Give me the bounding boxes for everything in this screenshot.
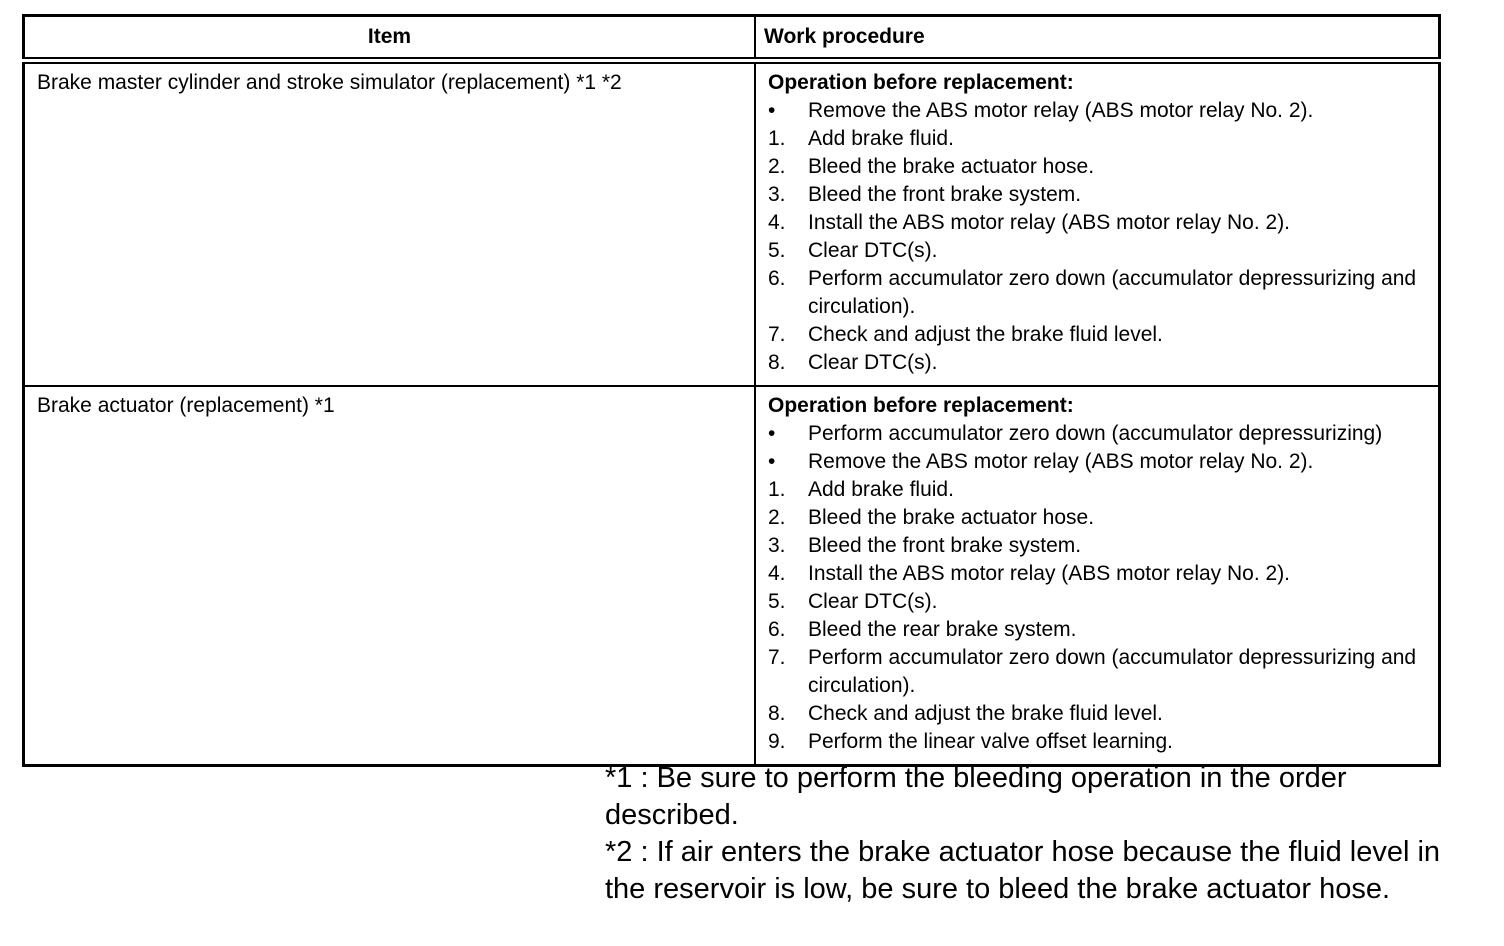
- procedure-step: 2. Bleed the brake actuator hose.: [768, 153, 1428, 181]
- step-text: Perform accumulator zero down (accumulat…: [808, 646, 1417, 697]
- step-marker: 3.: [768, 534, 786, 557]
- work-procedure-cell: Operation before replacement: • Perform …: [754, 385, 1441, 767]
- step-marker: •: [768, 450, 776, 473]
- procedure-step: 1. Add brake fluid.: [768, 476, 1428, 504]
- procedure-step: 4. Install the ABS motor relay (ABS moto…: [768, 209, 1428, 237]
- step-text: Bleed the front brake system.: [808, 183, 1082, 206]
- footnotes-block: *1 : Be sure to perform the bleeding ope…: [605, 760, 1450, 908]
- step-text: Perform the linear valve offset learning…: [808, 730, 1173, 753]
- procedure-step: 5. Clear DTC(s).: [768, 237, 1428, 265]
- step-marker: 7.: [768, 646, 786, 669]
- step-text: Add brake fluid.: [808, 127, 954, 150]
- column-header-item: Item: [22, 14, 756, 64]
- step-text: Bleed the front brake system.: [808, 534, 1082, 557]
- procedure-step: 3. Bleed the front brake system.: [768, 532, 1428, 560]
- footnote-1: *1 : Be sure to perform the bleeding ope…: [605, 762, 1347, 831]
- procedure-heading: Operation before replacement:: [768, 394, 1074, 417]
- step-marker: 3.: [768, 183, 786, 206]
- step-text: Check and adjust the brake fluid level.: [808, 323, 1163, 346]
- step-text: Install the ABS motor relay (ABS motor r…: [808, 211, 1291, 234]
- procedure-step: 6. Perform accumulator zero down (accumu…: [768, 265, 1428, 321]
- procedure-step: 5. Clear DTC(s).: [768, 588, 1428, 616]
- step-marker: 6.: [768, 618, 786, 641]
- table-header-row: Item Work procedure: [22, 14, 1441, 64]
- step-marker: 7.: [768, 323, 786, 346]
- footnote-2: *2 : If air enters the brake actuator ho…: [605, 836, 1441, 905]
- procedure-step: 8. Check and adjust the brake fluid leve…: [768, 700, 1428, 728]
- step-text: Add brake fluid.: [808, 478, 954, 501]
- procedure-step: 2. Bleed the brake actuator hose.: [768, 504, 1428, 532]
- step-text: Clear DTC(s).: [808, 351, 938, 374]
- step-marker: 9.: [768, 730, 786, 753]
- step-text: Perform accumulator zero down (accumulat…: [808, 267, 1417, 318]
- step-marker: 8.: [768, 351, 786, 374]
- procedure-step: 3. Bleed the front brake system.: [768, 181, 1428, 209]
- procedure-step: 8. Clear DTC(s).: [768, 349, 1428, 377]
- step-text: Remove the ABS motor relay (ABS motor re…: [808, 450, 1314, 473]
- procedure-step: 4. Install the ABS motor relay (ABS moto…: [768, 560, 1428, 588]
- item-cell: Brake master cylinder and stroke simulat…: [22, 59, 756, 387]
- step-text: Install the ABS motor relay (ABS motor r…: [808, 562, 1291, 585]
- work-procedure-cell: Operation before replacement: • Remove t…: [754, 59, 1441, 387]
- step-marker: •: [768, 99, 776, 122]
- step-text: Bleed the brake actuator hose.: [808, 155, 1095, 178]
- procedure-step: 6. Bleed the rear brake system.: [768, 616, 1428, 644]
- step-marker: 1.: [768, 478, 786, 501]
- step-text: Bleed the brake actuator hose.: [808, 506, 1095, 529]
- item-cell: Brake actuator (replacement) *1: [22, 385, 756, 767]
- procedure-step: 7. Check and adjust the brake fluid leve…: [768, 321, 1428, 349]
- table-row: Brake actuator (replacement) *1 Operatio…: [22, 385, 1441, 767]
- step-marker: 1.: [768, 127, 786, 150]
- procedure-step: 7. Perform accumulator zero down (accumu…: [768, 644, 1428, 700]
- step-text: Clear DTC(s).: [808, 590, 938, 613]
- procedure-step: • Perform accumulator zero down (accumul…: [768, 420, 1428, 448]
- step-marker: 5.: [768, 590, 786, 613]
- step-text: Remove the ABS motor relay (ABS motor re…: [808, 99, 1314, 122]
- column-header-work-procedure: Work procedure: [754, 14, 1441, 64]
- procedure-heading: Operation before replacement:: [768, 71, 1074, 94]
- step-text: Check and adjust the brake fluid level.: [808, 702, 1163, 725]
- step-marker: 2.: [768, 155, 786, 178]
- step-marker: 2.: [768, 506, 786, 529]
- procedure-step: 1. Add brake fluid.: [768, 125, 1428, 153]
- work-procedure-table: Item Work procedure Brake master cylinde…: [22, 14, 1441, 767]
- step-marker: 4.: [768, 562, 786, 585]
- step-marker: 8.: [768, 702, 786, 725]
- step-text: Clear DTC(s).: [808, 239, 938, 262]
- procedure-step: 9. Perform the linear valve offset learn…: [768, 728, 1428, 756]
- step-marker: 5.: [768, 239, 786, 262]
- table-row: Brake master cylinder and stroke simulat…: [22, 59, 1441, 387]
- procedure-step: • Remove the ABS motor relay (ABS motor …: [768, 448, 1428, 476]
- step-text: Bleed the rear brake system.: [808, 618, 1077, 641]
- step-text: Perform accumulator zero down (accumulat…: [808, 422, 1383, 445]
- procedure-step: • Remove the ABS motor relay (ABS motor …: [768, 97, 1428, 125]
- step-marker: 6.: [768, 267, 786, 290]
- step-marker: •: [768, 422, 776, 445]
- step-marker: 4.: [768, 211, 786, 234]
